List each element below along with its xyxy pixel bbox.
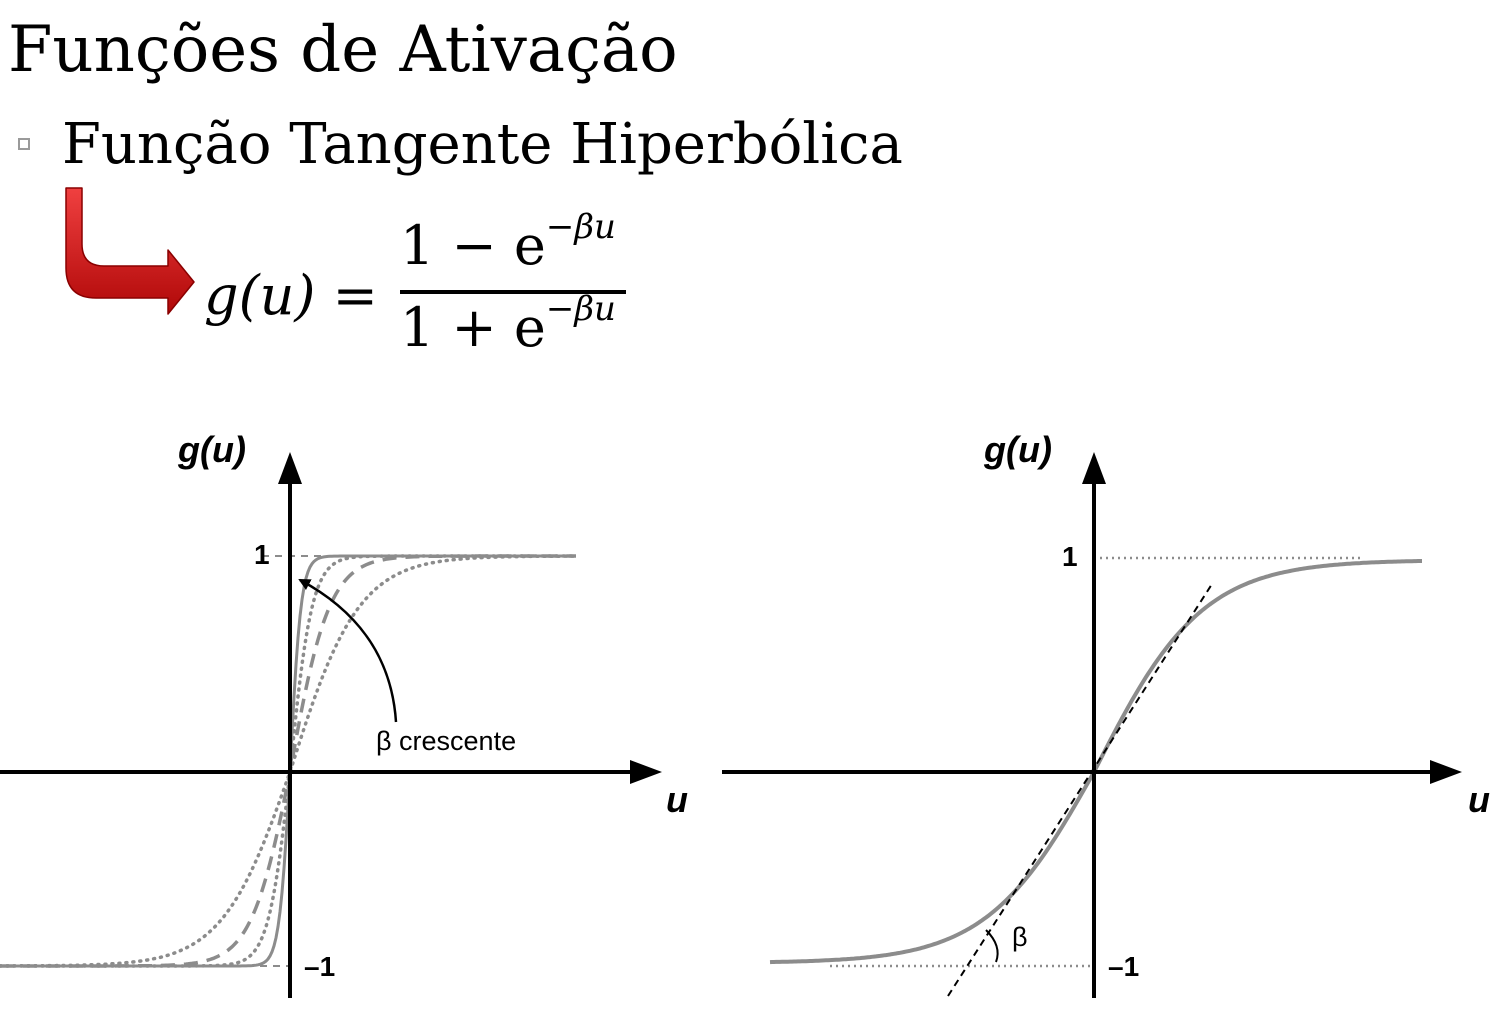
chart-right: β g(u) u 1 –1 [722,429,1490,998]
tick-lower: –1 [304,951,335,982]
angle-arc-icon [985,929,999,963]
bullet-text: Função Tangente Hiperbólica [62,112,903,177]
denominator-base: 1 + e [400,296,546,359]
y-axis-arrowhead-icon [1082,452,1106,484]
chart-left: g(u) u 1 –1 β crescente [0,429,688,998]
numerator-exponent: −βu [546,207,616,247]
tangent-line [947,583,1213,997]
formula-denominator: 1 + e−βu [400,289,616,359]
x-axis-arrowhead-icon [1430,760,1462,784]
angle-label: β [1012,922,1028,952]
x-axis-arrowhead-icon [630,760,662,784]
tick-lower: –1 [1108,951,1139,982]
y-axis-label: g(u) [177,429,246,470]
beta-increase-arrow-icon [298,578,398,723]
denominator-exponent: −βu [546,289,616,329]
bullet-square-icon [18,138,30,150]
x-axis-label: u [1468,779,1490,820]
numerator-base: 1 − e [400,214,546,277]
tick-upper: 1 [1062,541,1078,572]
x-axis-label: u [666,779,688,820]
curved-arrow-icon [65,187,195,315]
tick-upper: 1 [254,539,270,570]
bullet-item: Função Tangente Hiperbólica [16,102,1116,192]
beta-annotation: β crescente [376,726,516,756]
formula-lhs: g(u) = [204,264,378,327]
y-axis-label: g(u) [983,429,1052,470]
formula-block: g(u) = 1 − e−βu 1 + e−βu [65,187,626,359]
y-axis-arrowhead-icon [278,452,302,484]
slide-title: Funções de Ativação [8,13,678,87]
formula-numerator: 1 − e−βu [400,207,616,277]
